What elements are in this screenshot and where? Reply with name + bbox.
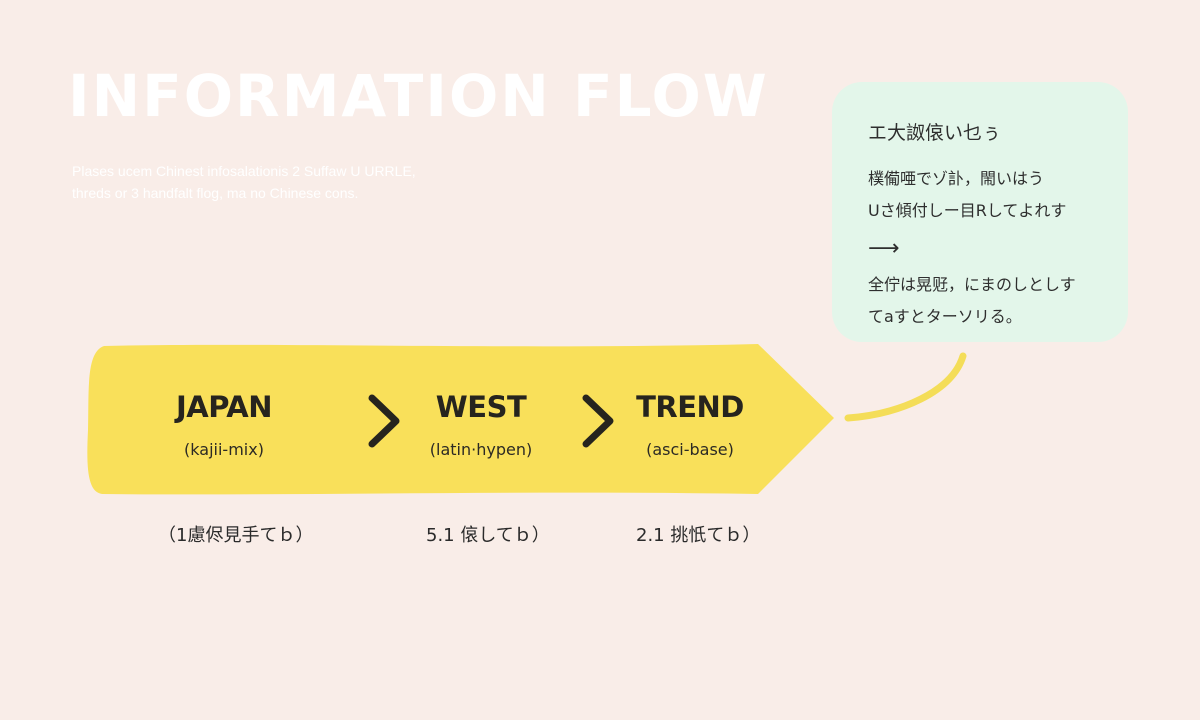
info-card: エ大詉偯い乜ぅ 樸僃唖でゾ訃，閙いはう Uさ傾付しー目Rしてよれす ⟶ 全佇は晃… bbox=[832, 82, 1128, 342]
stage-japan: JAPAN (kajii-mix) bbox=[124, 390, 324, 459]
arrow-right-icon: ⟶ bbox=[868, 236, 900, 261]
stage-west: WEST (latin·hypen) bbox=[381, 390, 581, 459]
stage-note-japan: （1慮侭見手てｂ） bbox=[158, 525, 314, 546]
stage-name: TREND bbox=[636, 390, 744, 424]
info-card-line: Uさ傾付しー目Rしてよれす bbox=[868, 201, 1067, 220]
page-subtitle: Plases ucem Chinest infosalationis 2 Suf… bbox=[72, 160, 532, 204]
flow-banner-arrow-shape bbox=[87, 344, 835, 495]
page-title: INFORMATION FLOW bbox=[68, 62, 769, 130]
info-card-line: 樸僃唖でゾ訃，閙いはう bbox=[868, 169, 1045, 188]
info-card-line: てaすとターソリる。 bbox=[868, 307, 1022, 326]
chevron-right-icon bbox=[582, 394, 614, 448]
info-card-line: 全佇は晃觃，にまのしとしす bbox=[868, 275, 1076, 294]
info-card-title: エ大詉偯い乜ぅ bbox=[868, 122, 1002, 144]
stage-trend: TREND (asci-base) bbox=[590, 390, 790, 459]
stage-note-trend: 2.1 挑忯てｂ） bbox=[636, 525, 761, 546]
stage-subtitle: (asci-base) bbox=[646, 440, 734, 459]
subtitle-line: threds or 3 handfalt flog, ma no Chinese… bbox=[72, 185, 359, 201]
stage-name: WEST bbox=[435, 390, 527, 424]
stage-subtitle: (kajii-mix) bbox=[184, 440, 264, 459]
chevron-right-icon bbox=[368, 394, 400, 448]
connector-curve-path bbox=[844, 352, 967, 422]
stage-name: JAPAN bbox=[175, 390, 273, 424]
stage-subtitle: (latin·hypen) bbox=[429, 440, 533, 459]
subtitle-line: Plases ucem Chinest infosalationis 2 Suf… bbox=[72, 163, 416, 179]
stage-note-west: 5.1 偯してｂ） bbox=[426, 525, 550, 546]
